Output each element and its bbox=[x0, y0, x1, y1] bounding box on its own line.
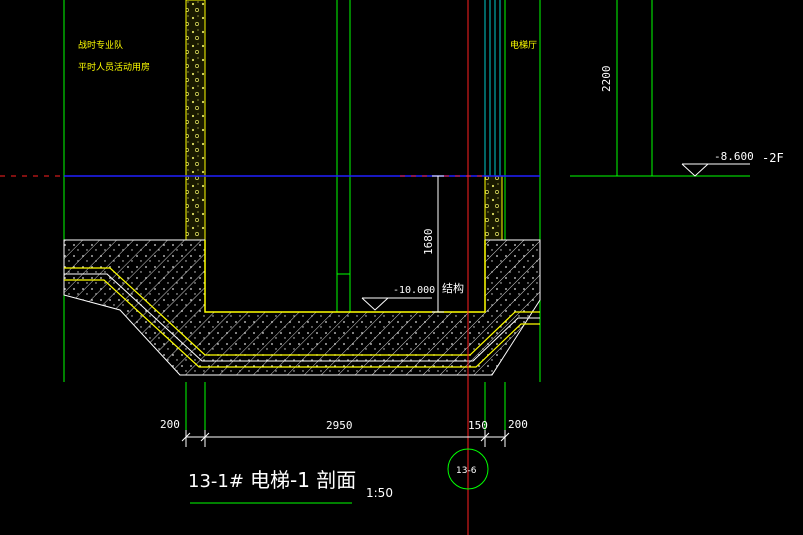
pit-slab-dots bbox=[64, 240, 540, 375]
green-gridlines bbox=[63, 0, 750, 382]
level-pit-value: -10.000 bbox=[393, 285, 435, 296]
level-right-floor: -2F bbox=[762, 151, 784, 165]
title-main: 电梯-1 剖面 bbox=[250, 468, 356, 492]
dim-bottom-right: 200 bbox=[508, 418, 528, 431]
room-left-line1: 战时专业队 bbox=[78, 39, 123, 51]
level-marker-pit bbox=[361, 297, 432, 311]
dim-1680 bbox=[432, 175, 444, 313]
dim-2200-label: 2200 bbox=[600, 66, 613, 93]
room-right: 电梯厅 bbox=[510, 39, 537, 51]
dim-bottom-left: 200 bbox=[160, 418, 180, 431]
detail-ref-circle bbox=[447, 448, 489, 490]
dim-bottom-150: 150 bbox=[468, 419, 488, 432]
waterproof-layers bbox=[64, 267, 540, 368]
detail-ref-label: 13-6 bbox=[456, 466, 477, 476]
level-marker-right bbox=[681, 163, 750, 177]
right-wall bbox=[484, 175, 503, 241]
cyan-lines bbox=[484, 0, 501, 176]
dim-bottom-main: 2950 bbox=[326, 419, 353, 432]
room-left-line2: 平时人员活动用房 bbox=[78, 61, 150, 73]
left-wall bbox=[185, 0, 206, 241]
level-right-value: -8.600 bbox=[714, 150, 754, 163]
pit-inner-outline bbox=[204, 240, 486, 313]
title-scale: 1:50 bbox=[366, 486, 393, 500]
dim-1680-label: 1680 bbox=[422, 229, 435, 256]
bottom-dimension-green-ticks bbox=[185, 382, 506, 430]
level-pit-note: 结构 bbox=[442, 281, 464, 295]
title-prefix: 13-1# bbox=[188, 471, 244, 492]
